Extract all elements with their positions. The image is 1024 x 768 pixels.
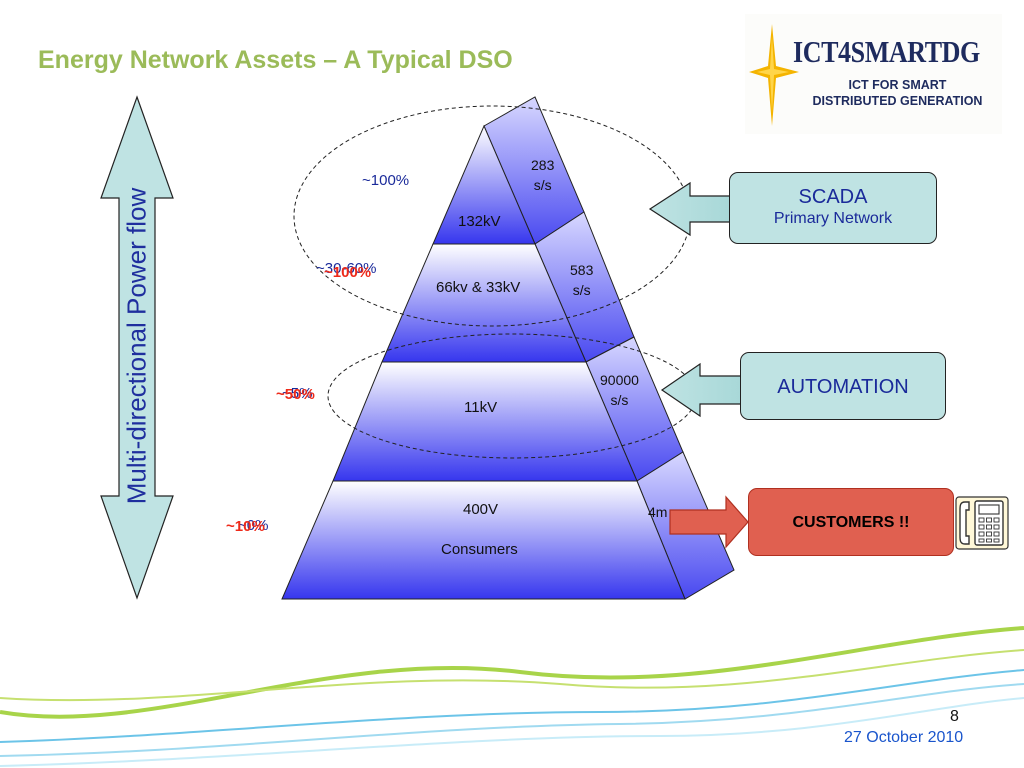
power-flow-label: Multi-directional Power flow [121, 187, 152, 505]
level-132kv-label: 132kV [458, 213, 501, 230]
pct-level2-blue: ~30-60% [316, 260, 377, 277]
slide-title: Energy Network Assets – A Typical DSO [38, 46, 513, 74]
logo-subtitle-line2: DISTRIBUTED GENERATION [812, 94, 983, 108]
customers-box: CUSTOMERS !! [748, 488, 954, 556]
ict4smartdg-logo: ICT4SMARTDG ICT FOR SMART DISTRIBUTED GE… [745, 14, 1002, 134]
power-flow-arrow [100, 95, 174, 600]
customers-arrow [669, 495, 749, 549]
level-66kv-label: 66kv & 33kV [436, 279, 521, 296]
pct-level3-blue: ~5% [282, 385, 313, 402]
pyramid-level-11kv [332, 361, 638, 482]
automation-box: AUTOMATION [740, 352, 946, 420]
rate-400v: 4m [648, 504, 668, 520]
scada-arrow [648, 181, 731, 237]
pct-level2-red: ~100% [324, 264, 372, 281]
telephone-icon [955, 496, 1009, 550]
footer-waves [0, 626, 1024, 767]
scada-title: SCADA [798, 186, 868, 208]
pct-level1: ~100% [362, 172, 410, 189]
page-number: 8 [950, 708, 959, 725]
star-icon [749, 24, 799, 126]
scada-box: SCADA Primary Network [729, 172, 937, 244]
pct-level3-red: ~50% [276, 386, 315, 403]
level-400v-label: 400V [463, 501, 499, 518]
level-11kv-label: 11kV [464, 399, 498, 416]
pct-level4-blue: ~0% [238, 517, 269, 534]
logo-title: ICT4SMARTDG [793, 34, 980, 69]
consumers-label: Consumers [441, 541, 518, 558]
footer-date: 27 October 2010 [844, 729, 964, 746]
logo-subtitle-line1: ICT FOR SMART [848, 78, 947, 92]
automation-arrow [660, 362, 742, 418]
scada-subtitle: Primary Network [773, 210, 893, 227]
pyramid-level-400v [281, 480, 686, 600]
pct-level4-red: ~10% [226, 518, 265, 535]
